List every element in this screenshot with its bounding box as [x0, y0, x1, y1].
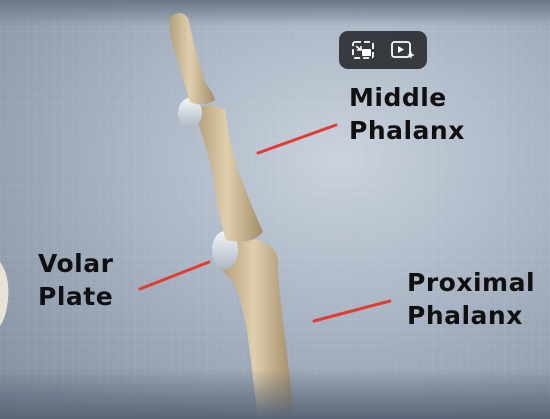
proximal-phalanx-label-line1: Proximal	[407, 266, 535, 299]
middle-phalanx-label: Middle Phalanx	[349, 81, 465, 147]
volar-plate-label-line2: Plate	[38, 280, 113, 313]
middle-phalanx-pointer	[258, 125, 336, 153]
volar-plate-label: Volar Plate	[38, 247, 113, 313]
proximal-phalanx-bone	[222, 239, 293, 419]
volar-plate-label-line1: Volar	[38, 247, 113, 280]
video-sparkle-icon	[390, 39, 416, 61]
picture-in-picture-icon	[351, 39, 375, 61]
middle-phalanx-label-line1: Middle	[349, 81, 465, 114]
middle-phalanx-bone	[197, 105, 263, 241]
proximal-phalanx-label-line2: Phalanx	[407, 299, 535, 332]
volar-plate-pointer	[140, 262, 209, 289]
distal-phalanx-bone	[170, 13, 215, 105]
proximal-phalanx-pointer	[314, 301, 390, 321]
proximal-phalanx-label: Proximal Phalanx	[407, 266, 535, 332]
picture-in-picture-button[interactable]	[346, 35, 380, 65]
middle-phalanx-label-line2: Phalanx	[349, 114, 465, 147]
adjacent-bone-edge	[0, 262, 8, 326]
video-sparkle-button[interactable]	[386, 35, 420, 65]
video-overlay-toolbar	[339, 31, 427, 69]
